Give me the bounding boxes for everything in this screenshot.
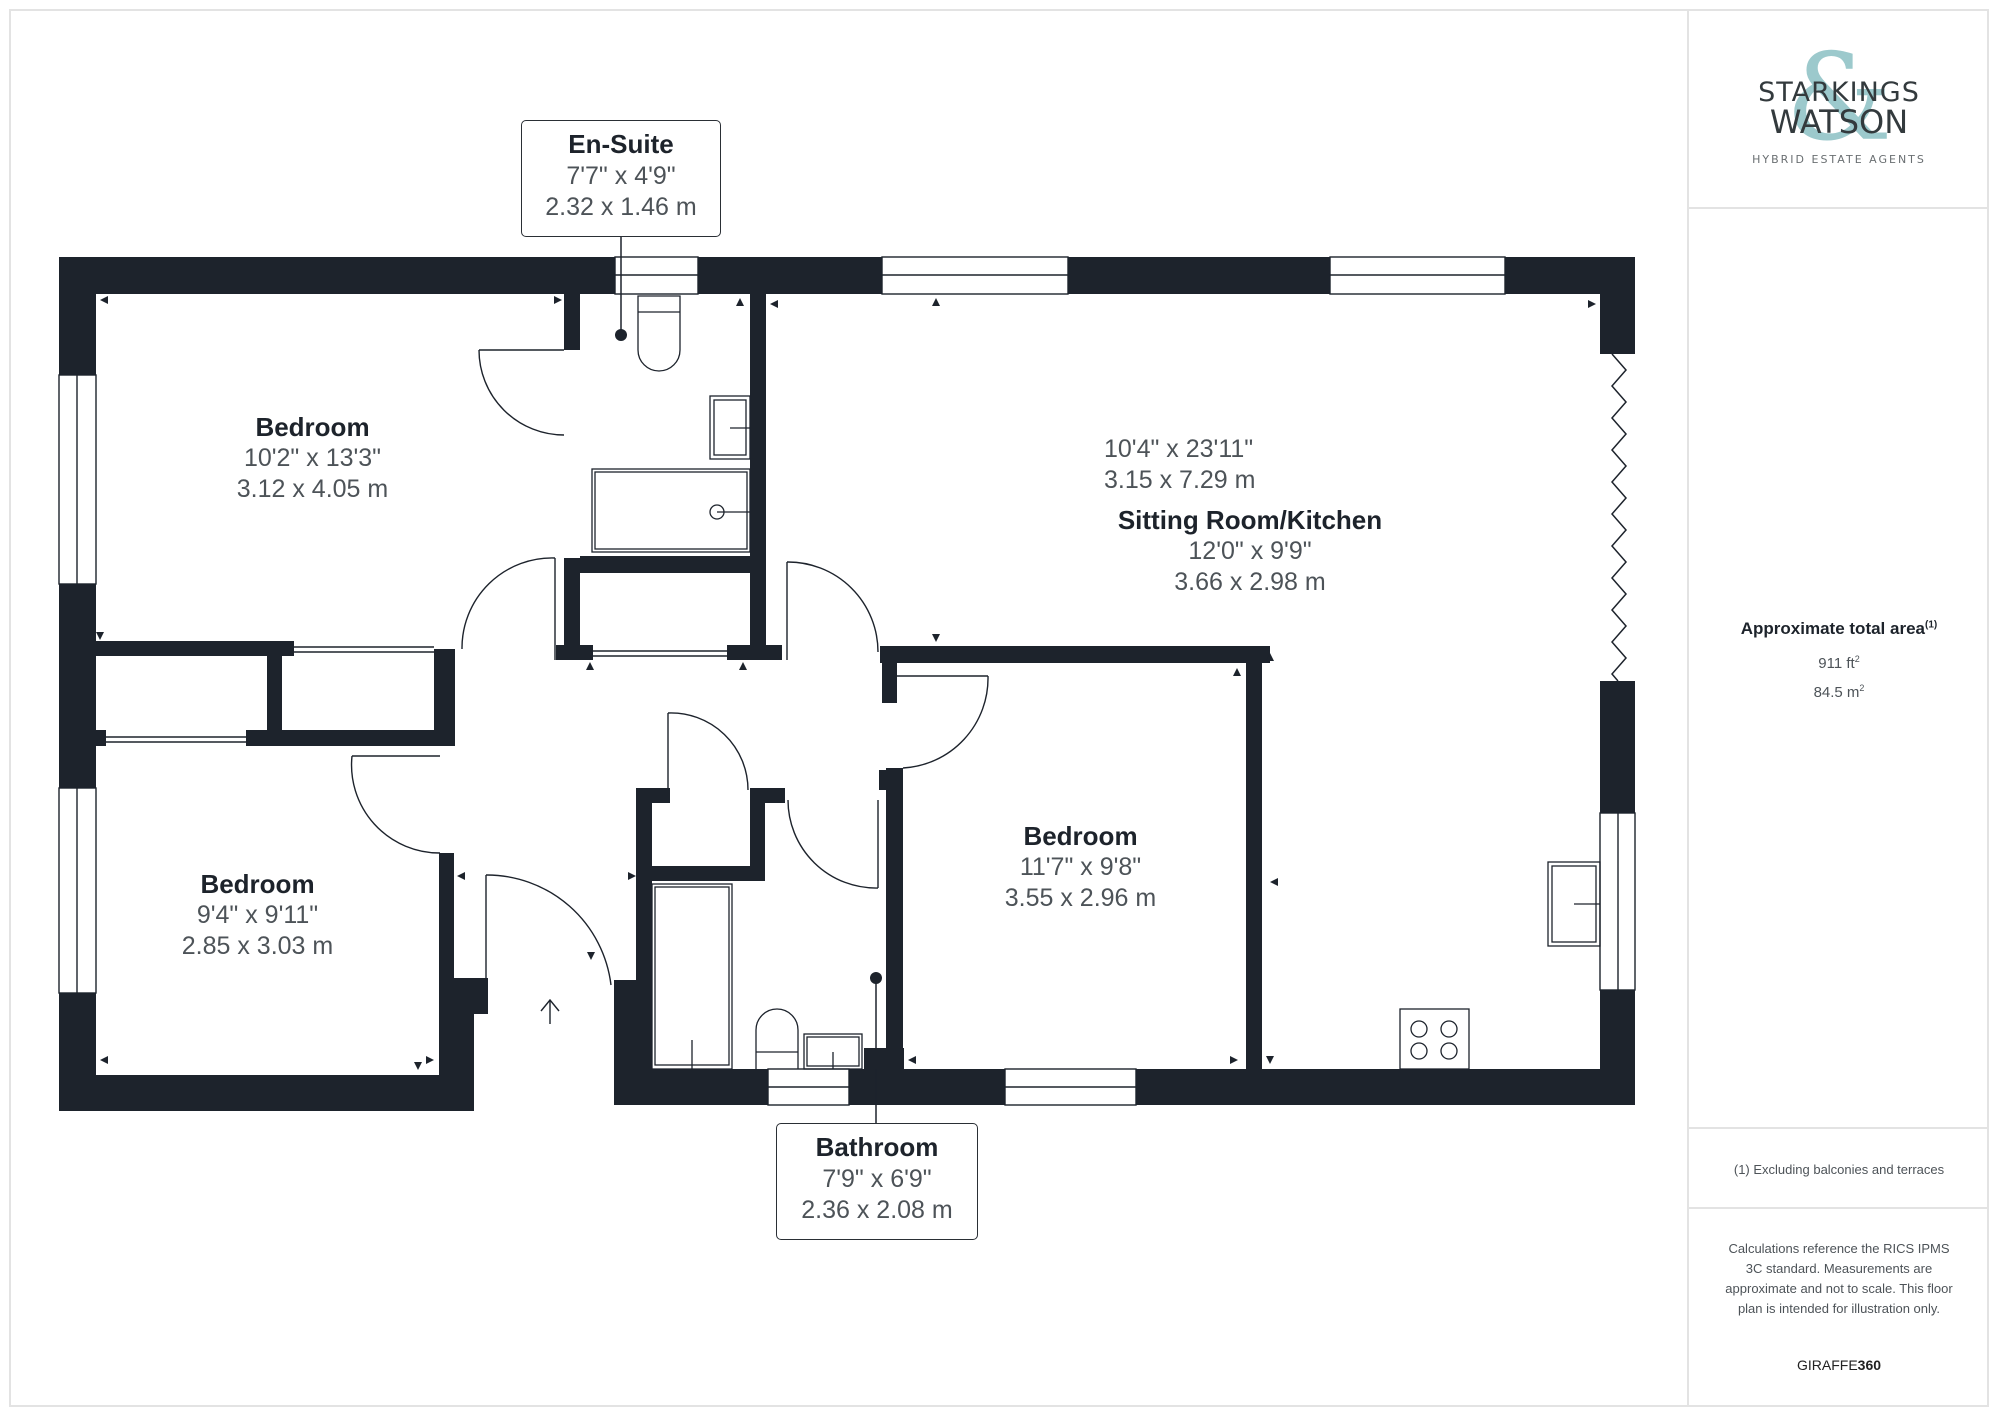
walls	[59, 257, 1635, 1111]
entrance-arrow-icon	[540, 998, 560, 1024]
room-label-bedroom-1: Bedroom 10'2" x 13'3" 3.12 x 4.05 m	[180, 411, 445, 505]
ensuite-callout: En-Suite 7'7" x 4'9" 2.32 x 1.46 m	[521, 120, 721, 237]
room-dim-metric-a: 3.15 x 7.29 m	[1104, 466, 1256, 494]
room-label-bedroom-2: Bedroom 9'4" x 9'11" 2.85 x 3.03 m	[125, 868, 390, 962]
room-label-sitting-room-kitchen: 10'4" x 23'11" 3.15 x 7.29 m Sitting Roo…	[1080, 434, 1420, 598]
ensuite-marker-dot	[615, 329, 627, 341]
logo-ampersand-icon: &	[1785, 29, 1893, 168]
disclaimer-section: Calculations reference the RICS IPMS 3C …	[1689, 1209, 1989, 1407]
room-dim-imperial: 12'0" x 9'9"	[1188, 537, 1312, 565]
room-dim-imperial: 10'2" x 13'3"	[243, 444, 382, 472]
area-sqm: 84.5 m2	[1689, 683, 1989, 701]
area-section: Approximate total area(1) 911 ft2 84.5 m…	[1689, 209, 1989, 1129]
bifold-door	[1611, 353, 1627, 682]
room-dim-imperial: 7'9" x 6'9"	[822, 1165, 932, 1193]
company-logo: & STARKINGS WATSON HYBRID ESTATE AGENTS	[1689, 39, 1989, 189]
area-title-text: Approximate total area	[1740, 619, 1925, 638]
logo-tagline: HYBRID ESTATE AGENTS	[1752, 153, 1926, 166]
info-sidebar: & STARKINGS WATSON HYBRID ESTATE AGENTS …	[1687, 9, 1989, 1407]
room-label-bedroom-3: Bedroom 11'7" x 9'8" 3.55 x 2.96 m	[948, 820, 1213, 914]
fixtures	[591, 295, 1601, 1070]
room-dim-imperial: 9'4" x 9'11"	[196, 901, 319, 929]
area-title: Approximate total area(1)	[1689, 619, 1989, 639]
giraffe360-brand: GIRAFFE360	[1689, 1357, 1989, 1373]
dimension-markers	[96, 296, 1596, 1070]
brand-bold: 360	[1857, 1357, 1882, 1373]
room-dim-imperial: 11'7" x 9'8"	[1019, 853, 1142, 881]
brand-regular: GIRAFFE	[1796, 1357, 1858, 1373]
room-dim-metric: 3.55 x 2.96 m	[1004, 884, 1157, 912]
logo-line-1: STARKINGS	[1758, 77, 1920, 108]
bathroom-callout: Bathroom 7'9" x 6'9" 2.36 x 2.08 m	[776, 1123, 978, 1240]
windows	[58, 256, 1636, 1106]
area-sqft-unit-sup: 2	[1854, 654, 1860, 664]
room-dim-metric: 2.32 x 1.46 m	[545, 193, 697, 221]
doors	[106, 349, 989, 986]
room-dim-metric: 2.85 x 3.03 m	[181, 932, 334, 960]
bathroom-marker-dot	[870, 972, 882, 984]
room-name: Bedroom	[1023, 821, 1138, 851]
area-sqm-value: 84.5 m	[1813, 684, 1860, 701]
room-dim-metric: 2.36 x 2.08 m	[801, 1196, 953, 1224]
callout-leaders	[620, 235, 877, 1123]
logo-line-2: WATSON	[1769, 103, 1909, 141]
footnote-section: (1) Excluding balconies and terraces	[1689, 1129, 1989, 1209]
page-frame	[9, 9, 1989, 1407]
room-dim-imperial: 7'7" x 4'9"	[566, 162, 676, 190]
room-dim-imperial-a: 10'4" x 23'11"	[1104, 435, 1254, 463]
area-sqft: 911 ft2	[1689, 654, 1989, 672]
area-sqm-unit-sup: 2	[1859, 683, 1865, 693]
footnote-text: (1) Excluding balconies and terraces	[1733, 1162, 1945, 1177]
room-dim-metric: 3.66 x 2.98 m	[1174, 568, 1326, 596]
room-name: Bedroom	[200, 869, 315, 899]
area-sqft-value: 911 ft	[1818, 655, 1855, 672]
disclaimer-text: Calculations reference the RICS IPMS 3C …	[1725, 1241, 1953, 1316]
room-name: En-Suite	[568, 129, 674, 159]
area-title-footnote-ref: (1)	[1925, 619, 1938, 631]
room-name: Bedroom	[255, 412, 370, 442]
room-name: Sitting Room/Kitchen	[1117, 505, 1383, 535]
room-name: Bathroom	[815, 1132, 939, 1162]
logo-section: & STARKINGS WATSON HYBRID ESTATE AGENTS	[1689, 9, 1989, 209]
room-dim-metric: 3.12 x 4.05 m	[236, 475, 389, 503]
